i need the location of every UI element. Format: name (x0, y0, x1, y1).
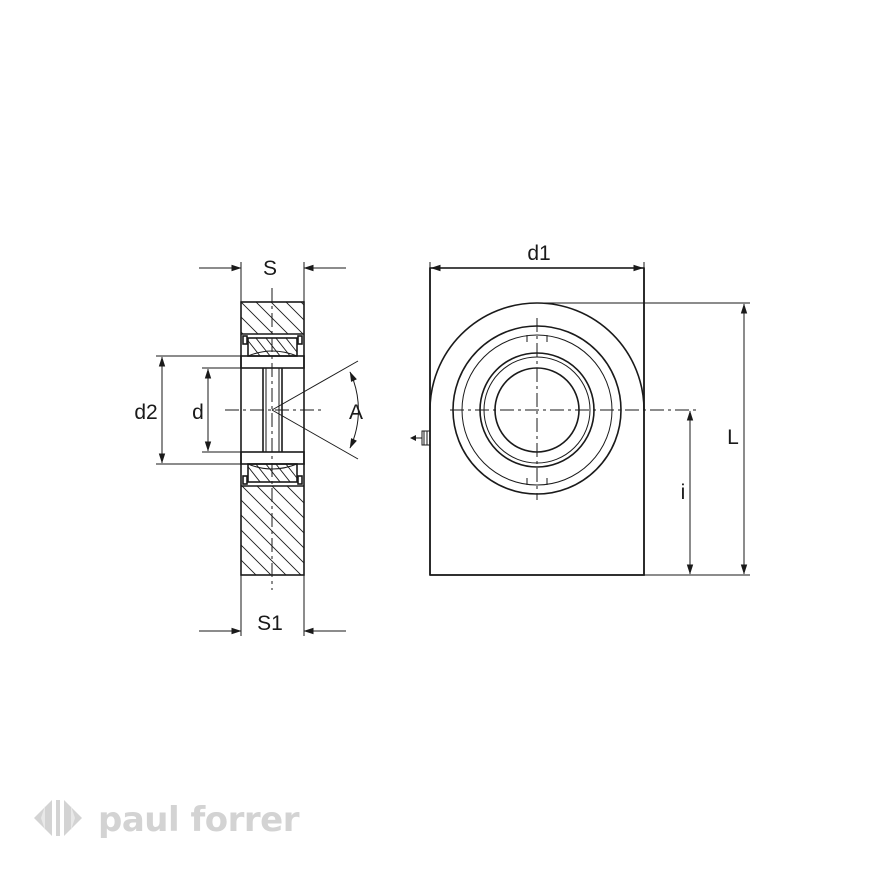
side-view: S S1 d2 d (134, 257, 363, 636)
label-l: L (727, 426, 739, 449)
dimension-a: A (271, 360, 363, 460)
label-i: i (681, 481, 686, 504)
paul-forrer-logo: paul forrer (34, 800, 300, 840)
logo-mark-icon (34, 800, 82, 836)
dimension-l: L (537, 302, 750, 576)
dimension-d: d (192, 367, 241, 453)
housing-hatch-top (241, 302, 304, 334)
front-view: d1 L i (410, 242, 750, 576)
label-d2: d2 (134, 401, 157, 424)
label-s: S (263, 257, 277, 280)
label-a: A (349, 401, 363, 424)
housing-hatch-bottom (241, 486, 304, 575)
dimension-d1: d1 (429, 242, 645, 272)
dimension-s1: S1 (199, 575, 346, 636)
label-s1: S1 (257, 612, 283, 635)
label-d: d (192, 401, 204, 424)
label-d1: d1 (527, 242, 550, 265)
dimension-s: S (199, 257, 346, 302)
logo-text: paul forrer (98, 800, 300, 840)
grease-nipple-icon (410, 430, 431, 446)
dimension-d2: d2 (134, 355, 248, 465)
dimension-i: i (681, 410, 694, 575)
